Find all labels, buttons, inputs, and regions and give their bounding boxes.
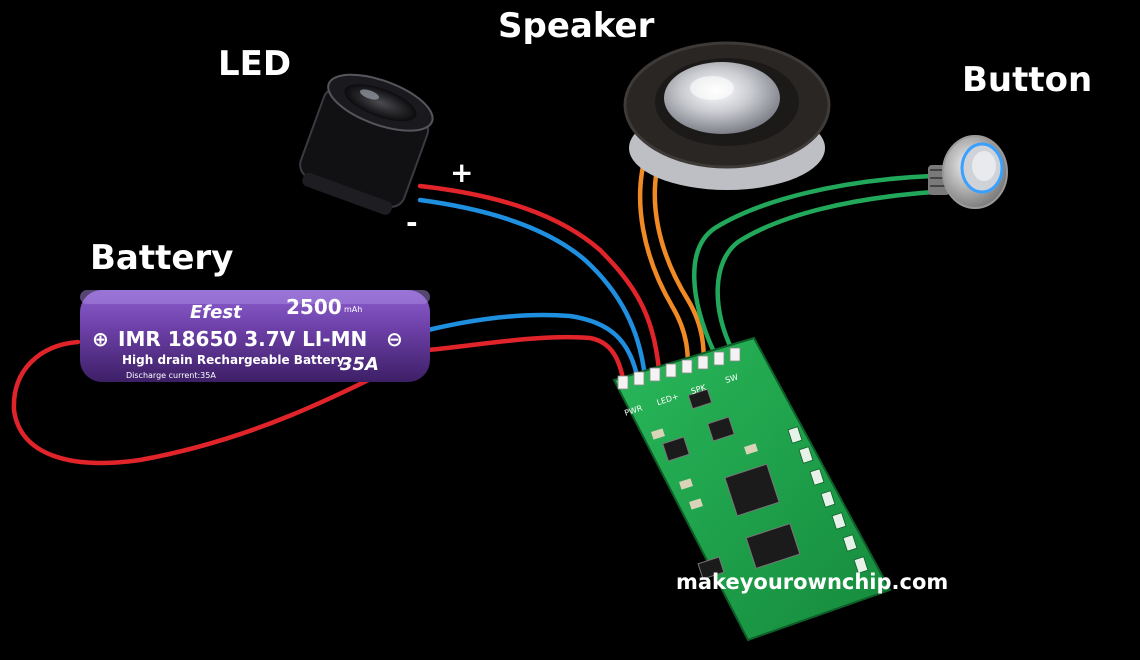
pin-header <box>617 347 741 390</box>
battery-model: IMR 18650 3.7V LI-MN <box>118 327 367 351</box>
battery-label: Battery <box>90 238 234 278</box>
wire-battery-negative <box>425 312 641 383</box>
led-icon <box>299 73 434 215</box>
button-icon <box>928 135 1008 209</box>
pin-label-sw: SW <box>724 372 739 385</box>
speaker-label: Speaker <box>498 6 655 46</box>
battery-plus-symbol: ⊕ <box>92 327 109 351</box>
led-label: LED <box>218 44 292 84</box>
battery-capacity-unit: mAh <box>344 305 362 314</box>
button-label: Button <box>962 60 1093 100</box>
led-negative-label: - <box>406 206 418 239</box>
wire-speaker-1 <box>637 145 691 381</box>
battery-icon: Efest 2500 mAh ⊕ IMR 18650 3.7V LI-MN ⊖ … <box>80 290 430 382</box>
wires <box>11 145 937 466</box>
battery-discharge: Discharge current:35A <box>126 371 216 380</box>
battery-current: 35A <box>340 354 379 375</box>
battery-minus-symbol: ⊖ <box>386 327 403 351</box>
wire-button-2 <box>715 189 937 353</box>
led-positive-label: + <box>450 156 474 189</box>
website-credit: makeyourownchip.com <box>676 570 949 594</box>
battery-capacity: 2500 <box>286 295 342 319</box>
wire-led-negative <box>417 197 648 381</box>
battery-desc: High drain Rechargeable Battery <box>122 353 345 367</box>
wire-led-positive <box>417 183 663 383</box>
wire-battery-positive <box>11 334 627 466</box>
wire-button-1 <box>692 173 935 355</box>
speaker-icon <box>623 41 831 190</box>
battery-brand: Efest <box>190 302 243 323</box>
circuit-board-icon: PWR LED+ SPK SW <box>612 336 892 642</box>
